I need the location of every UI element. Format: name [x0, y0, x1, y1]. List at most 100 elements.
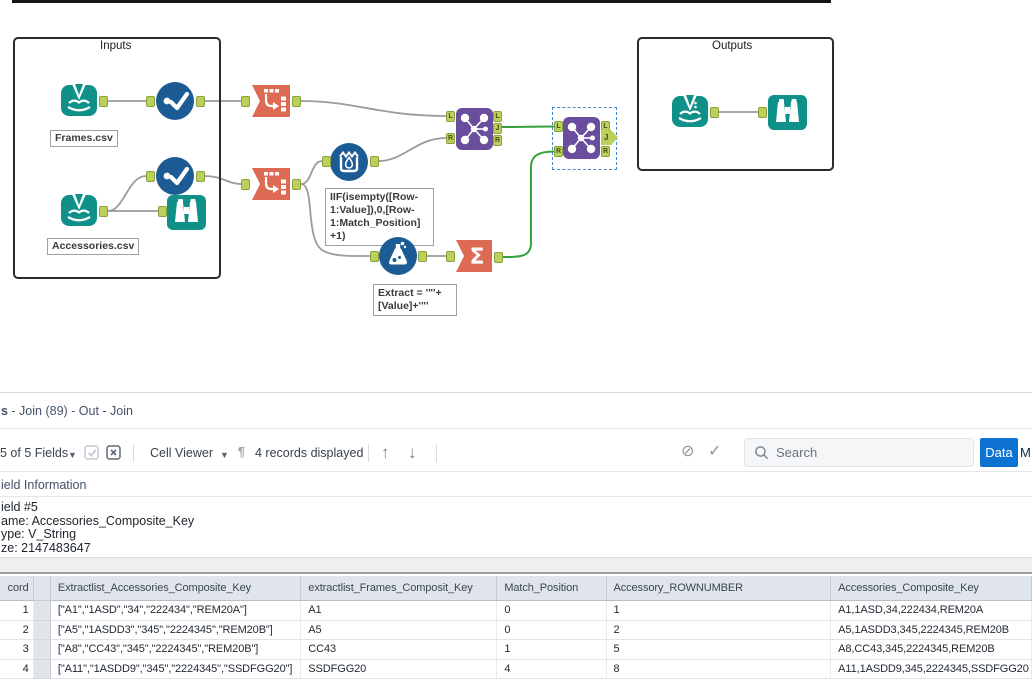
pilcrow-icon[interactable]: ¶ [238, 445, 245, 459]
tool-anchor[interactable] [322, 156, 331, 167]
tool-anchor[interactable] [370, 251, 379, 262]
table-cell[interactable]: ["A11","1ASDD9","345","2224345","SSDFGG2… [50, 659, 302, 679]
join1-left-R-anchor[interactable]: R [446, 133, 455, 144]
summarize-tool[interactable]: Σ [455, 239, 493, 273]
column-header[interactable]: Match_Position [497, 576, 607, 601]
join-tool-1[interactable] [456, 108, 493, 150]
column-header[interactable]: Accessory_ROWNUMBER [606, 576, 832, 601]
deselect-checkbox-icon[interactable] [106, 445, 122, 464]
join1-out-L-anchor[interactable]: L [493, 111, 502, 122]
tool-anchor[interactable] [158, 206, 167, 217]
chevron-down-icon[interactable]: ▼ [220, 450, 229, 460]
output-book-tool[interactable] [671, 95, 709, 129]
input-data-accessories-tool[interactable] [60, 194, 98, 228]
block-icon[interactable]: ⊘ [681, 443, 695, 460]
multi-row-formula-tool[interactable] [330, 143, 368, 181]
table-row[interactable]: 2 ["A5","1ASDD3","345","2224345","REM20B"… [0, 620, 1032, 640]
column-header-record[interactable]: cord [0, 576, 34, 601]
column-header[interactable]: Accessories_Composite_Key [831, 576, 1032, 601]
tool-anchor[interactable] [446, 251, 455, 262]
chevron-down-icon[interactable]: ▼ [68, 450, 77, 460]
tool-anchor[interactable] [370, 156, 379, 167]
tab-data[interactable]: Data [980, 438, 1018, 467]
annotation-line: Extract = '"'+ [378, 287, 442, 299]
table-row[interactable]: 3["A8","CC43","345","2224345","REM20B"]C… [0, 640, 1032, 660]
select-all-checkbox-icon[interactable] [84, 445, 100, 464]
table-cell[interactable]: 5 [606, 640, 832, 660]
join-tool-2[interactable] [563, 117, 600, 159]
pane-splitter[interactable] [0, 557, 1032, 574]
annotation-line: [Value]+'"' [378, 300, 429, 312]
outputs-container[interactable] [637, 37, 834, 171]
table-cell[interactable]: A8,CC43,345,2224345,REM20B [831, 640, 1032, 660]
table-cell[interactable]: SSDFGG20 [301, 659, 498, 679]
table-cell[interactable]: 4 [497, 659, 607, 679]
browse-tool-2[interactable] [768, 95, 807, 130]
table-cell[interactable]: A5,1ASDD3,345,2224345,REM20B [831, 620, 1032, 640]
row-gutter [33, 659, 51, 679]
join2-out-J-arrow[interactable]: J [601, 130, 618, 145]
tool-anchor[interactable] [241, 179, 250, 190]
tool-anchor[interactable] [99, 96, 108, 107]
frames-label[interactable]: Frames.csv [50, 130, 118, 147]
formula-annotation[interactable]: Extract = '"'+[Value]+'"' [373, 284, 457, 316]
table-cell[interactable]: A1 [301, 601, 498, 621]
tool-anchor[interactable] [146, 96, 155, 107]
inputs-container[interactable] [13, 37, 221, 279]
unique-tool-2[interactable] [156, 157, 194, 195]
table-cell[interactable]: 1 [606, 601, 832, 621]
multirow-annotation[interactable]: IIF(isempty([Row-1:Value]),0,[Row-1:Matc… [325, 188, 434, 246]
table-cell[interactable]: 1 [497, 640, 607, 660]
table-cell[interactable]: A11,1ASDD9,345,2224345,SSDFGG20 [831, 659, 1032, 679]
join1-left-L-anchor[interactable]: L [446, 111, 455, 122]
column-header[interactable]: Extractlist_Accessories_Composite_Key [50, 576, 302, 601]
tool-anchor[interactable] [494, 252, 503, 263]
table-cell[interactable]: ["A8","CC43","345","2224345","REM20B"] [50, 640, 302, 660]
join2-left-L-anchor[interactable]: L [554, 121, 563, 132]
join-icon [563, 117, 600, 159]
table-cell[interactable]: ["A5","1ASDD3","345","2224345","REM20B"] [50, 620, 302, 640]
table-cell[interactable]: A5 [301, 620, 498, 640]
scroll-up-icon[interactable]: ↑ [381, 443, 390, 462]
table-header-row: cord Extractlist_Accessories_Composite_Ke… [0, 576, 1032, 601]
browse-tool-1[interactable] [167, 195, 206, 230]
join2-out-R-anchor[interactable]: R [601, 146, 610, 157]
text-to-columns-tool-1[interactable] [251, 84, 291, 118]
cell-viewer-dropdown[interactable]: Cell Viewer [150, 446, 213, 460]
table-row[interactable]: 4 ["A11","1ASDD9","345","2224345","SSDFGG… [0, 659, 1032, 679]
table-cell[interactable]: 8 [606, 659, 832, 679]
tool-anchor[interactable] [146, 171, 155, 182]
tool-anchor[interactable] [418, 251, 427, 262]
fields-dropdown[interactable]: 5 of 5 Fields [0, 446, 69, 460]
tool-anchor[interactable] [196, 96, 205, 107]
scroll-down-icon[interactable]: ↓ [408, 443, 417, 462]
table-cell[interactable]: CC43 [301, 640, 498, 660]
table-cell[interactable]: 0 [497, 601, 607, 621]
tool-anchor[interactable] [241, 96, 250, 107]
tool-anchor[interactable] [99, 206, 108, 217]
column-header[interactable]: extractlist_Frames_Composit_Key [301, 576, 498, 601]
unique-tool-1[interactable] [156, 82, 194, 120]
field-information-title: ield Information [1, 478, 87, 492]
wire [107, 175, 147, 212]
tab-metadata[interactable]: M [1020, 438, 1032, 467]
table-cell[interactable]: 0 [497, 620, 607, 640]
formula-tool[interactable] [379, 237, 417, 275]
search-input[interactable]: Search [744, 438, 974, 467]
table-cell[interactable]: 2 [606, 620, 832, 640]
table-cell[interactable]: A1,1ASD,34,222434,REM20A [831, 601, 1032, 621]
join2-left-R-anchor[interactable]: R [554, 146, 563, 157]
tool-anchor[interactable] [758, 107, 767, 118]
tool-anchor[interactable] [710, 107, 719, 118]
table-cell[interactable]: ["A1","1ASD","34","222434","REM20A"] [50, 601, 302, 621]
tool-anchor[interactable] [196, 171, 205, 182]
join1-out-R-anchor[interactable]: R [493, 135, 502, 146]
tool-anchor[interactable] [292, 179, 301, 190]
tool-anchor[interactable] [292, 96, 301, 107]
apply-check-icon[interactable]: ✓ [708, 443, 722, 460]
input-data-frames-tool[interactable] [60, 84, 98, 118]
join1-out-J-anchor[interactable]: J [493, 123, 502, 134]
accessories-label[interactable]: Accessories.csv [47, 238, 140, 255]
text-to-columns-tool-2[interactable] [251, 167, 291, 201]
